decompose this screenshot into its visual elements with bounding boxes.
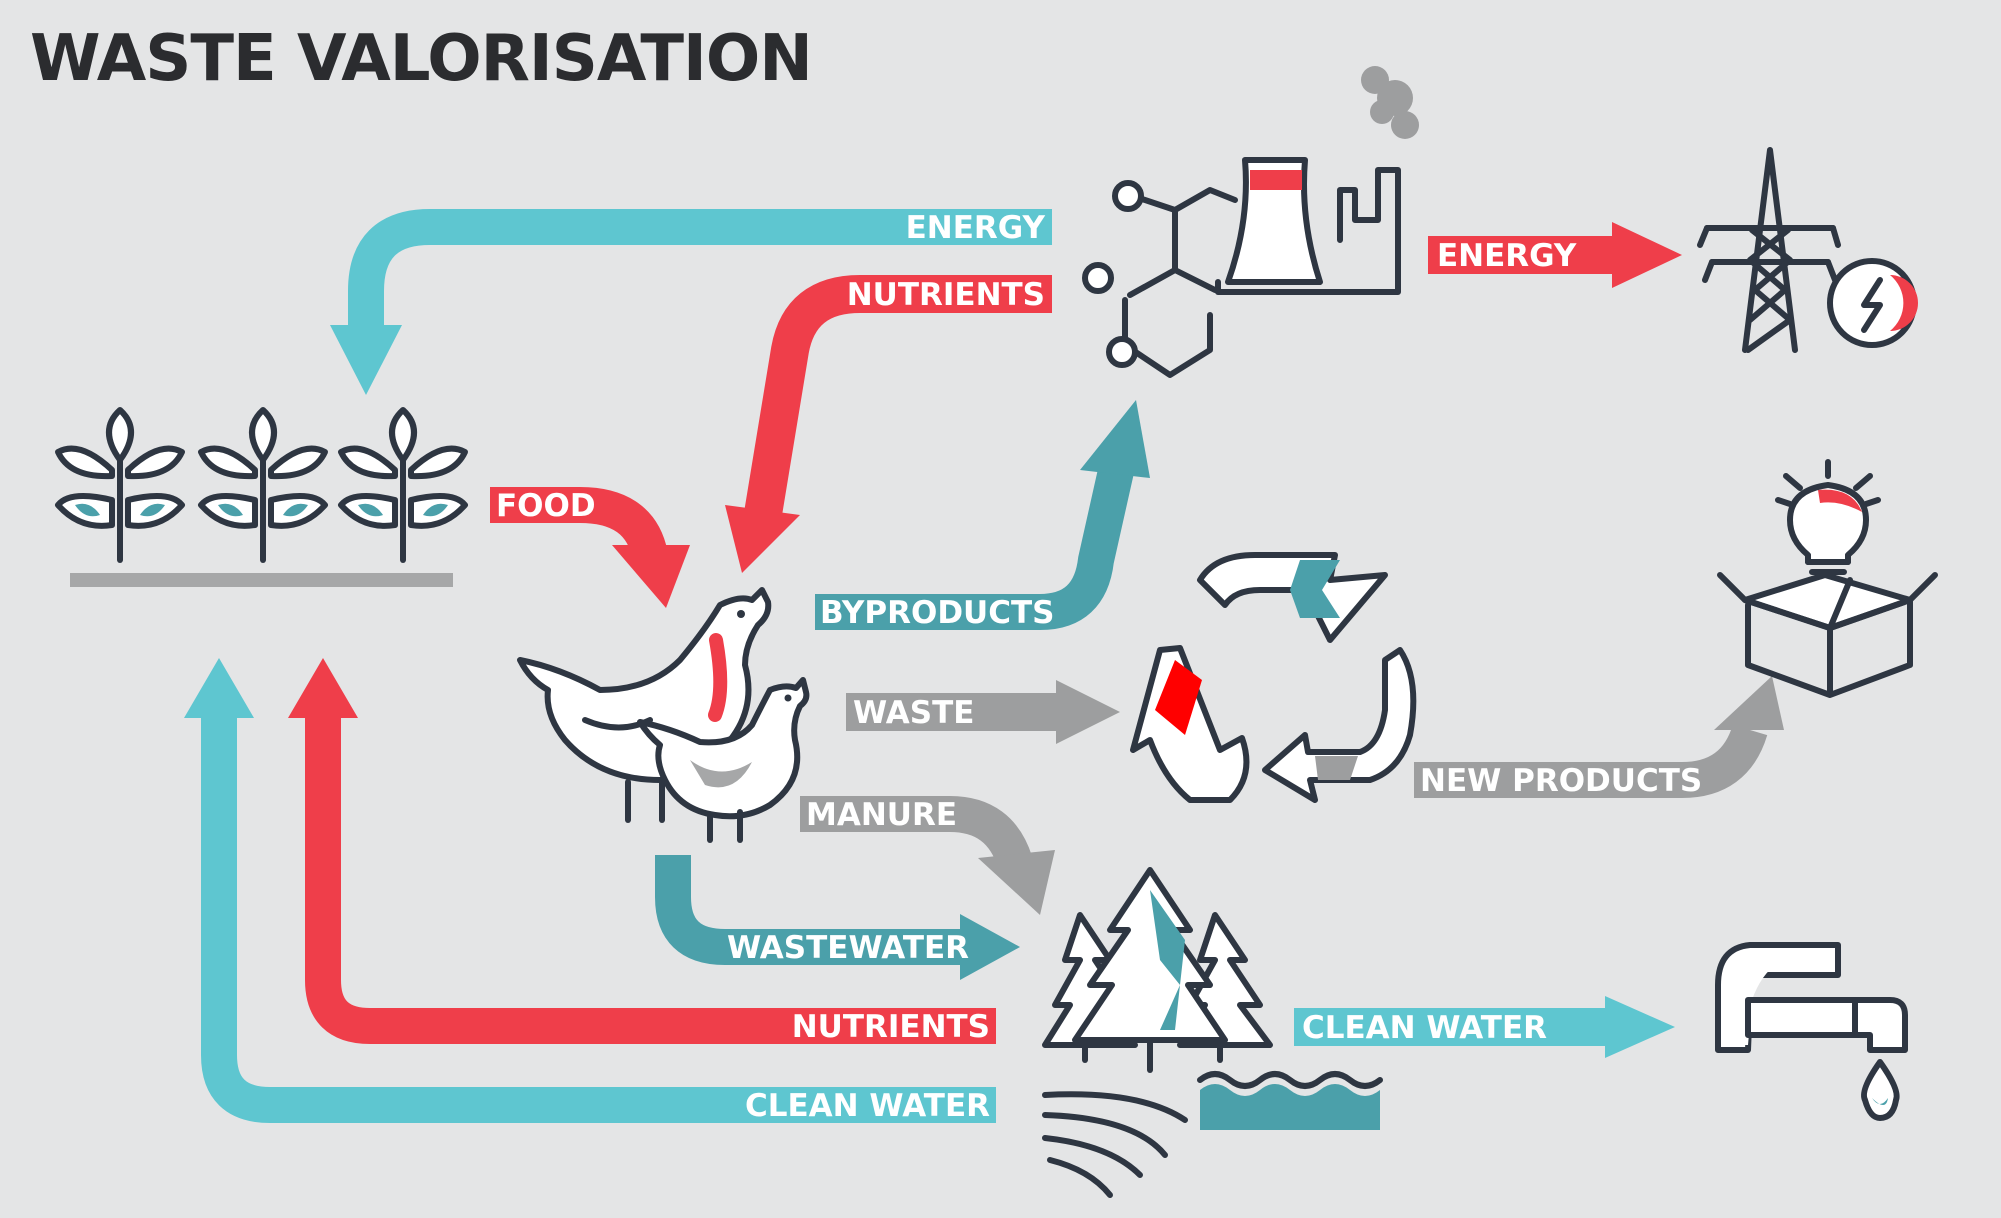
page-title: WASTE VALORISATION	[30, 22, 812, 96]
flow-label: NEW PRODUCTS	[1420, 763, 1702, 799]
flow-label: BYPRODUCTS	[820, 595, 1054, 631]
flow-label: CLEAN WATER	[745, 1088, 990, 1124]
box-lightbulb-icon	[1717, 459, 1938, 698]
flow-new-products: NEW PRODUCTS	[1414, 676, 1784, 799]
flow-wastewater: WASTEWATER	[655, 855, 1020, 980]
flow-label: ENERGY	[1437, 238, 1577, 274]
flow-label: MANURE	[806, 797, 957, 833]
power-pylon-icon	[1697, 147, 1918, 353]
chicken-icon	[517, 587, 810, 843]
flow-label: WASTE	[853, 695, 974, 731]
flow-nutrients-bottom: NUTRIENTS	[288, 658, 996, 1045]
flow-label: FOOD	[496, 488, 596, 524]
power-plant-icon	[1082, 66, 1419, 378]
flow-manure: MANURE	[800, 796, 1055, 915]
flow-label: WASTEWATER	[727, 930, 969, 966]
flow-clean-water-bottom: CLEAN WATER	[184, 658, 996, 1124]
flow-clean-water-right: CLEAN WATER	[1294, 996, 1675, 1058]
flow-label: ENERGY	[906, 210, 1046, 246]
flow-label: NUTRIENTS	[792, 1009, 990, 1045]
flow-byproducts: BYPRODUCTS	[815, 400, 1150, 631]
flow-waste: WASTE	[846, 680, 1120, 744]
flow-label: NUTRIENTS	[847, 277, 1045, 313]
crops-icon	[55, 407, 468, 587]
recycle-icon	[1130, 552, 1417, 803]
flow-energy-right: ENERGY	[1428, 222, 1682, 288]
water-tap-icon	[1715, 942, 1908, 1121]
flow-energy-top: ENERGY	[330, 209, 1052, 395]
forest-water-icon	[1042, 867, 1383, 1198]
flow-nutrients-top: NUTRIENTS	[725, 275, 1052, 573]
flow-food: FOOD	[490, 487, 690, 608]
flow-label: CLEAN WATER	[1302, 1010, 1547, 1046]
